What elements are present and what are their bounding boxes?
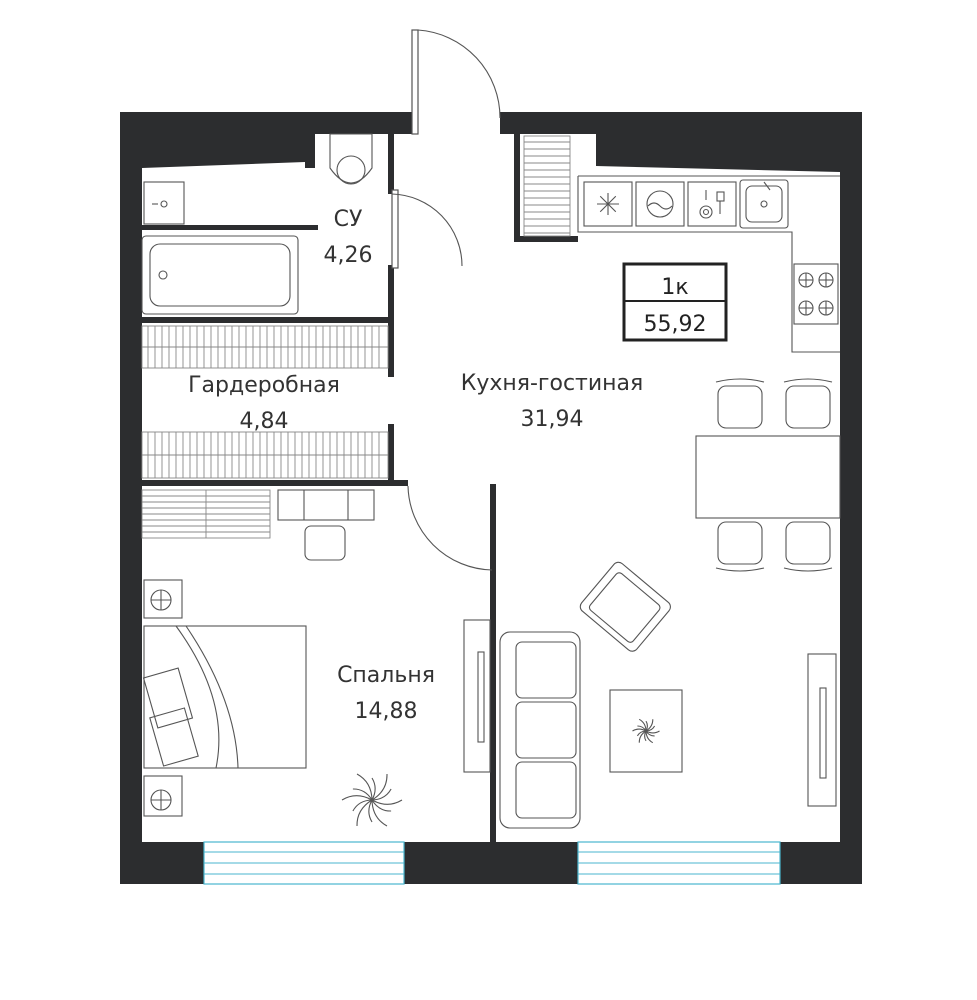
- outer-walls: [120, 112, 862, 884]
- entrance-door: [411, 29, 501, 135]
- bedroom-tv: [463, 619, 491, 773]
- toilet: [329, 133, 373, 185]
- wardrobe-area: 4,84: [240, 409, 289, 434]
- kitchen-living-name: Кухня-гостиная: [461, 371, 644, 396]
- bathroom-area: 4,26: [324, 243, 373, 268]
- entrance-rack: [523, 135, 571, 237]
- desk-chair: [304, 525, 346, 561]
- label-bedroom: Спальня 14,88: [337, 663, 435, 724]
- nightstand-top: [143, 579, 183, 619]
- bedroom-name: Спальня: [337, 663, 435, 688]
- nightstand-bottom: [143, 775, 183, 817]
- dining-table: [695, 435, 841, 519]
- label-bathroom: СУ 4,26: [324, 207, 373, 268]
- plan-type: 1к: [661, 275, 688, 300]
- label-wardrobe: Гардеробная 4,84: [188, 373, 340, 434]
- bathtub: [141, 235, 299, 315]
- living-tv: [807, 653, 837, 807]
- dishwasher: [687, 181, 737, 227]
- plan-total-area: 55,92: [644, 312, 707, 337]
- kitchen-counter: [577, 175, 840, 353]
- bedroom-area: 14,88: [355, 699, 418, 724]
- cooktop: [793, 263, 839, 325]
- bathroom-name: СУ: [334, 207, 363, 232]
- desk: [277, 489, 375, 521]
- sofa: [499, 631, 581, 829]
- kitchen-sink: [739, 179, 789, 229]
- wardrobe-name: Гардеробная: [188, 373, 340, 398]
- wardrobe-shelf-top: [141, 325, 389, 369]
- bedroom-door: [407, 485, 493, 571]
- washbasin: [143, 181, 185, 225]
- living-window: [577, 841, 781, 885]
- kitchen-living-area: 31,94: [521, 407, 584, 432]
- plan-badge: 1к 55,92: [622, 262, 728, 342]
- bedroom-closet: [141, 489, 271, 539]
- bed: [142, 625, 307, 769]
- washing-machine: [635, 181, 685, 227]
- coffee-table: [609, 689, 683, 773]
- bedroom-window: [203, 841, 405, 885]
- bathroom-door: [391, 189, 463, 269]
- fridge: [583, 181, 633, 227]
- bedroom-plant: [341, 773, 403, 827]
- interior-walls: [138, 134, 578, 842]
- dining-chairs: [715, 378, 833, 572]
- label-kitchen-living: Кухня-гостиная 31,94: [461, 371, 644, 432]
- armchair: [579, 561, 671, 652]
- wardrobe-shelf-bottom: [141, 431, 389, 479]
